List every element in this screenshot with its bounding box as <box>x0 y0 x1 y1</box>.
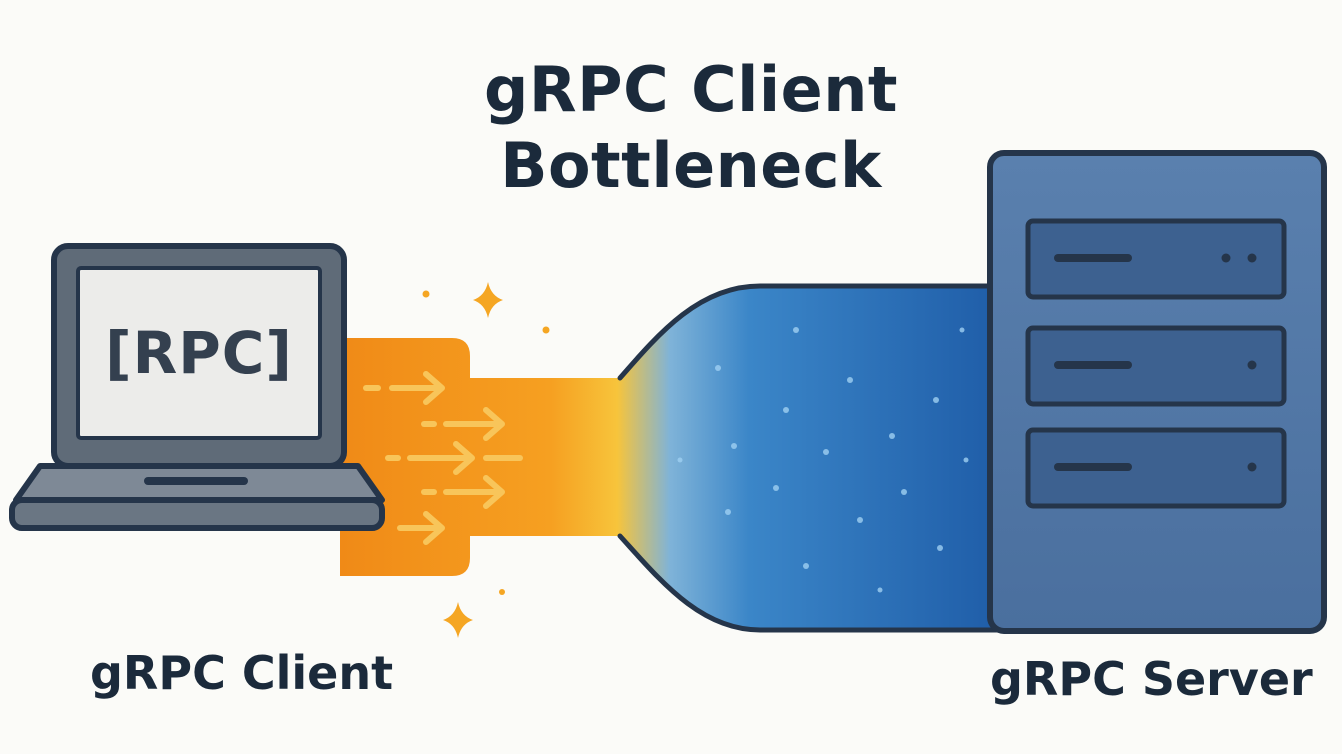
request-arrows <box>363 371 523 545</box>
title-line-1: gRPC Client <box>484 53 898 126</box>
sparkle-icon <box>473 282 503 318</box>
flow-particles <box>677 327 969 593</box>
arrow-icon <box>363 371 445 405</box>
server-slot <box>1025 218 1287 300</box>
server-caption: gRPC Server <box>990 652 1313 706</box>
arrow-icon <box>421 475 505 509</box>
data-flow-pipe <box>340 283 1003 633</box>
server-slot <box>1025 325 1287 407</box>
client-caption: gRPC Client <box>90 646 394 700</box>
server-slot <box>1025 427 1287 509</box>
sparkles <box>422 282 550 638</box>
laptop-icon <box>9 243 385 531</box>
arrow-icon <box>385 441 523 475</box>
arrow-icon <box>397 511 445 545</box>
diagram-title: gRPC Client Bottleneck <box>391 52 991 204</box>
sparkle-icon <box>443 602 473 638</box>
title-line-2: Bottleneck <box>500 129 882 202</box>
server-rack-icon <box>987 150 1327 634</box>
arrow-icon <box>421 407 505 441</box>
laptop-screen-text: [RPC] <box>105 319 293 387</box>
